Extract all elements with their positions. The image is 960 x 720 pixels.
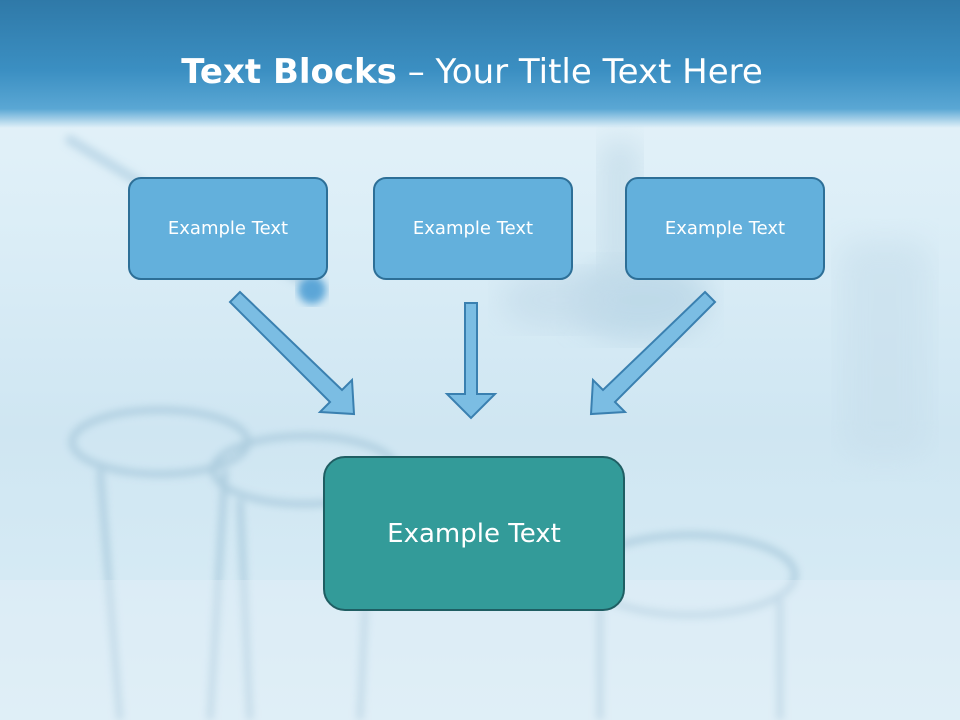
title-bold-part: Text Blocks [181,52,397,92]
slide-title: Text Blocks – Your Title Text Here [0,52,944,92]
title-rest-part: Your Title Text Here [435,52,763,92]
arrow-left [228,290,356,416]
arrow-center [444,302,498,420]
text-block-3: Example Text [625,177,825,280]
text-block-2: Example Text [373,177,573,280]
title-separator: – [396,52,436,92]
title-band [0,0,960,128]
target-block: Example Text [323,456,625,611]
text-block-1: Example Text [128,177,328,280]
arrow-right [589,290,717,416]
